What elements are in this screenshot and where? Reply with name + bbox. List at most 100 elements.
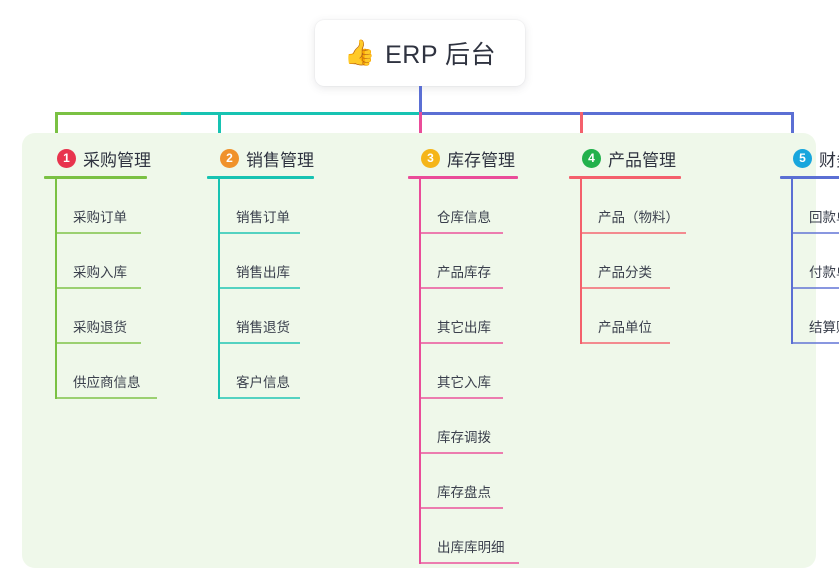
leaf-item-underline — [218, 342, 300, 344]
leaf-item-underline — [419, 562, 519, 564]
column-badge-icon: 2 — [220, 148, 239, 168]
leaf-item-underline — [580, 232, 686, 234]
leaf-item-underline — [419, 397, 503, 399]
leaf-item-label: 销售订单 — [236, 210, 290, 225]
leaf-item-label: 其它出库 — [437, 320, 491, 335]
leaf-item[interactable]: 库存调拨 — [408, 399, 518, 454]
column-header-underline — [44, 176, 147, 179]
leaf-item-underline — [580, 287, 670, 289]
column-header-5[interactable]: 5 财务管理 — [780, 145, 839, 171]
column-title: 库存管理 — [447, 150, 515, 170]
column-header-4[interactable]: 4 产品管理 — [569, 145, 681, 171]
leaf-item-underline — [55, 342, 141, 344]
leaf-item[interactable]: 库存盘点 — [408, 454, 518, 509]
leaf-item[interactable]: 付款单 — [780, 234, 839, 289]
column-badge-icon: 1 — [57, 148, 76, 168]
leaf-item-label: 采购退货 — [73, 320, 127, 335]
leaf-item[interactable]: 产品（物料） — [569, 179, 686, 234]
thumbs-up-icon: 👍 — [343, 38, 376, 67]
leaf-item-label: 付款单 — [809, 265, 839, 280]
connector-bus-teal — [181, 112, 421, 115]
leaf-item[interactable]: 供应商信息 — [44, 344, 157, 399]
leaf-item-underline — [419, 507, 503, 509]
leaf-item-label: 库存盘点 — [437, 485, 491, 500]
leaf-item-label: 回款单 — [809, 210, 839, 225]
leaf-item-underline — [419, 342, 503, 344]
leaf-item-underline — [55, 287, 141, 289]
column-children: 产品（物料） 产品分类产品单位 — [569, 179, 686, 344]
root-node-card[interactable]: 👍 ERP 后台 — [315, 20, 525, 86]
leaf-item[interactable]: 仓库信息 — [408, 179, 518, 234]
column-children: 销售订单销售出库销售退货客户信息 — [207, 179, 314, 399]
connector-bus-blue — [419, 112, 794, 115]
leaf-item-label: 销售出库 — [236, 265, 290, 280]
leaf-item[interactable]: 产品单位 — [569, 289, 681, 344]
leaf-item-underline — [218, 232, 300, 234]
leaf-item[interactable]: 产品分类 — [569, 234, 681, 289]
leaf-item-label: 采购订单 — [73, 210, 127, 225]
column-header-underline — [207, 176, 314, 179]
connector-drop-3 — [419, 112, 422, 145]
connector-root-stem — [419, 86, 422, 114]
leaf-item[interactable]: 回款单 — [780, 179, 839, 234]
connector-drop-1 — [55, 112, 58, 145]
column-title: 财务管理 — [819, 150, 839, 170]
leaf-item[interactable]: 出库库明细 — [408, 509, 519, 564]
column-1: 1 采购管理采购订单采购入库采购退货供应商信息 — [44, 145, 157, 399]
leaf-item[interactable]: 采购入库 — [44, 234, 151, 289]
leaf-item[interactable]: 其它入库 — [408, 344, 518, 399]
column-4: 4 产品管理产品（物料） 产品分类产品单位 — [569, 145, 686, 344]
connector-drop-4 — [580, 112, 583, 145]
column-badge-icon: 5 — [793, 148, 812, 168]
leaf-item-label: 产品（物料） — [598, 210, 679, 225]
leaf-item[interactable]: 产品库存 — [408, 234, 518, 289]
column-header-3[interactable]: 3 库存管理 — [408, 145, 518, 171]
connector-drop-5 — [791, 112, 794, 145]
leaf-item[interactable]: 销售退货 — [207, 289, 314, 344]
column-header-2[interactable]: 2 销售管理 — [207, 145, 314, 171]
leaf-item-label: 产品库存 — [437, 265, 491, 280]
column-trunk-line — [55, 179, 57, 399]
column-children: 采购订单采购入库采购退货供应商信息 — [44, 179, 157, 399]
leaf-item[interactable]: 采购订单 — [44, 179, 151, 234]
leaf-item[interactable]: 采购退货 — [44, 289, 151, 344]
leaf-item-label: 产品单位 — [598, 320, 652, 335]
column-trunk-line — [218, 179, 220, 399]
leaf-item-underline — [580, 342, 670, 344]
column-3: 3 库存管理仓库信息产品库存其它出库其它入库库存调拨库存盘点出库库明细 — [408, 145, 519, 564]
leaf-item-label: 销售退货 — [236, 320, 290, 335]
connector-bus-green — [55, 112, 183, 115]
column-children: 回款单付款单结算账户 — [780, 179, 839, 344]
column-badge-icon: 3 — [421, 148, 440, 168]
leaf-item[interactable]: 销售订单 — [207, 179, 314, 234]
column-header-underline — [569, 176, 681, 179]
column-header-underline — [408, 176, 518, 179]
leaf-item-label: 出库库明细 — [437, 540, 505, 555]
leaf-item[interactable]: 客户信息 — [207, 344, 314, 399]
leaf-item-underline — [218, 287, 300, 289]
column-trunk-line — [791, 179, 793, 344]
leaf-item-underline — [55, 232, 141, 234]
column-title: 采购管理 — [83, 150, 151, 170]
column-2: 2 销售管理销售订单销售出库销售退货客户信息 — [207, 145, 314, 399]
leaf-item-label: 其它入库 — [437, 375, 491, 390]
leaf-item-underline — [419, 232, 503, 234]
leaf-item-label: 产品分类 — [598, 265, 652, 280]
leaf-item[interactable]: 结算账户 — [780, 289, 839, 344]
leaf-item-label: 结算账户 — [809, 320, 839, 335]
leaf-item-underline — [791, 232, 839, 234]
column-header-underline — [780, 176, 839, 179]
column-trunk-line — [580, 179, 582, 344]
column-5: 5 财务管理回款单付款单结算账户 — [780, 145, 839, 344]
column-badge-icon: 4 — [582, 148, 601, 168]
column-header-1[interactable]: 1 采购管理 — [44, 145, 151, 171]
column-trunk-line — [419, 179, 421, 564]
column-title: 销售管理 — [246, 150, 314, 170]
leaf-item-label: 供应商信息 — [73, 375, 141, 390]
leaf-item[interactable]: 其它出库 — [408, 289, 518, 344]
column-title: 产品管理 — [608, 150, 676, 170]
leaf-item-label: 库存调拨 — [437, 430, 491, 445]
leaf-item[interactable]: 销售出库 — [207, 234, 314, 289]
leaf-item-label: 采购入库 — [73, 265, 127, 280]
